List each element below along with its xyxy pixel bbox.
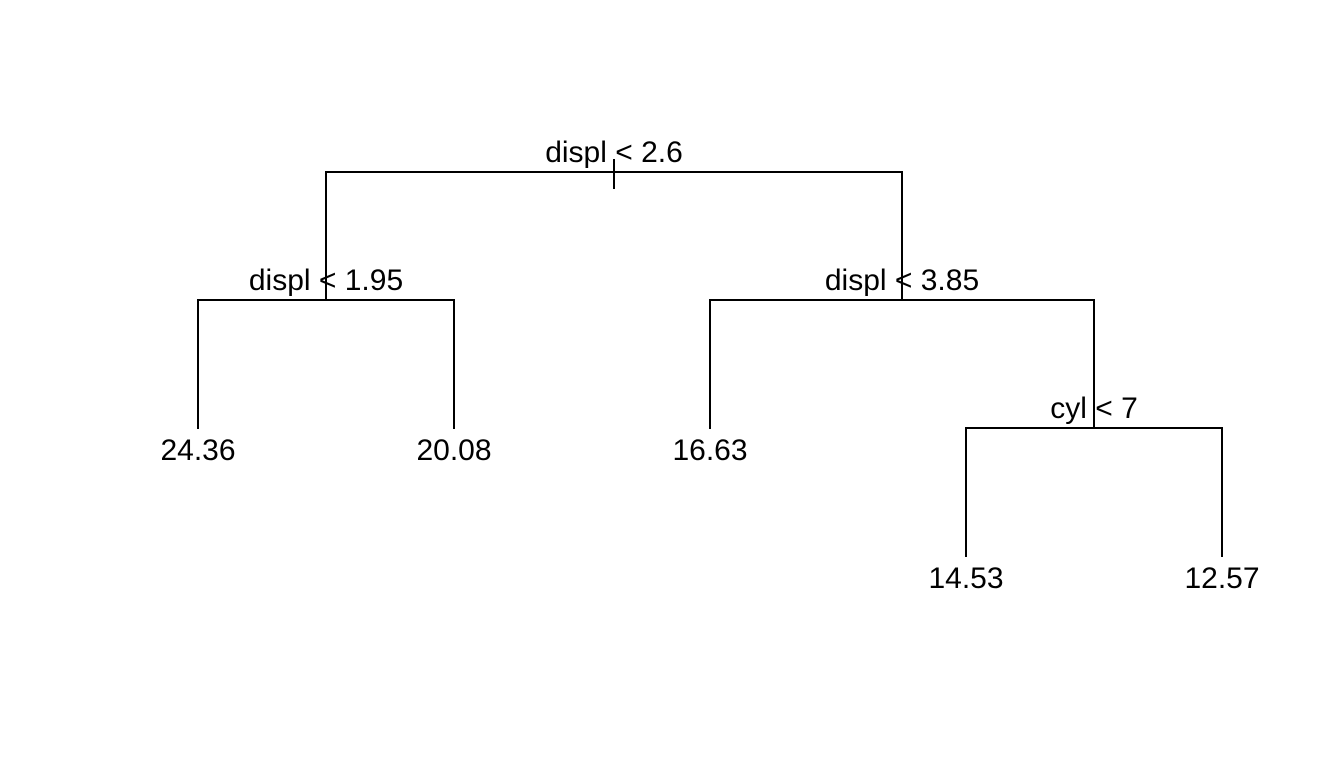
node-left: displ < 1.95 24.36 20.08 — [160, 171, 492, 467]
leaf-lr-value: 20.08 — [416, 434, 491, 467]
root-split-label: displ < 2.6 — [545, 136, 683, 169]
node-root: displ < 2.6 — [325, 136, 903, 189]
leaf-ll-value: 24.36 — [160, 434, 235, 467]
leaf-rrr-value: 12.57 — [1184, 562, 1259, 595]
left-split-label: displ < 1.95 — [249, 264, 403, 297]
leaf-rl-value: 16.63 — [672, 434, 747, 467]
right-split-label: displ < 3.85 — [825, 264, 979, 297]
leaf-rrl-value: 14.53 — [928, 562, 1003, 595]
node-right-right: cyl < 7 14.53 12.57 — [928, 299, 1260, 595]
right-right-split-label: cyl < 7 — [1050, 392, 1138, 425]
node-right: displ < 3.85 16.63 cyl < 7 14.53 12.57 — [672, 171, 1260, 595]
